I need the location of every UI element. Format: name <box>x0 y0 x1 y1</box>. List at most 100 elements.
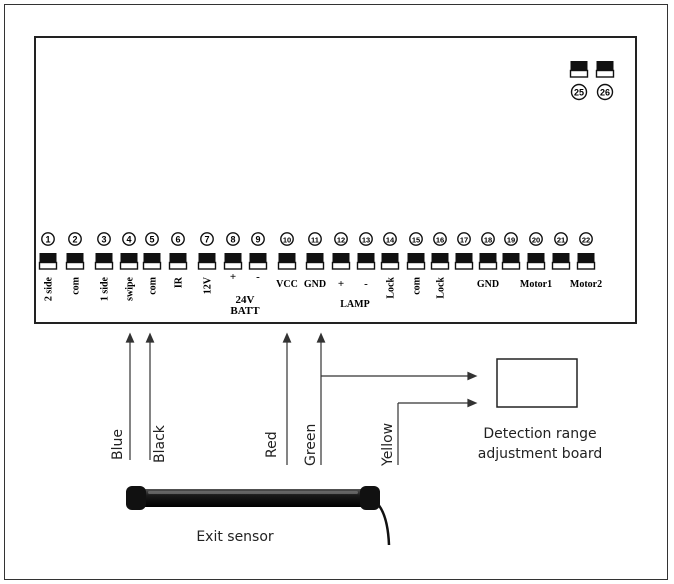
terminal-slot <box>430 261 450 270</box>
exit-sensor <box>126 486 391 546</box>
terminal-label: com <box>71 276 82 294</box>
black-wire-label: Black <box>152 424 168 463</box>
terminal-number-badge <box>596 83 614 101</box>
terminal-label: com <box>412 276 423 294</box>
aux-terminals: 25 26 <box>569 61 615 101</box>
batt-plus-label: + <box>230 271 236 283</box>
terminal-number: 19 <box>507 236 515 245</box>
terminal-number: 9 <box>255 235 260 245</box>
terminal-number-badge <box>481 232 495 246</box>
terminal-screw <box>95 253 113 262</box>
terminal-screw <box>169 253 187 262</box>
terminal-slot <box>454 261 474 270</box>
exit-sensor-right-cap <box>360 486 380 510</box>
blue-wire-label: Blue <box>110 429 126 460</box>
exit-sensor-left-cap <box>126 486 146 510</box>
terminal-number: 15 <box>412 236 420 245</box>
terminal-number-badge <box>97 232 111 246</box>
terminal-label: Lock <box>386 277 397 299</box>
terminal-12: 12 <box>331 232 351 270</box>
batt-minus-label: - <box>256 271 260 283</box>
exit-sensor-highlight <box>148 491 358 494</box>
terminal-number-badge <box>570 83 588 101</box>
terminal-screw <box>479 253 497 262</box>
terminal-21: 21 <box>551 232 571 270</box>
terminal-number: 18 <box>484 236 492 245</box>
terminal-slot <box>501 261 521 270</box>
terminal-2: 2 com <box>65 232 85 295</box>
terminal-slot <box>406 261 426 270</box>
terminal-screw <box>332 253 350 262</box>
terminal-label: 2 side <box>44 276 55 301</box>
batt-group: + - 24V BATT <box>230 271 260 317</box>
red-wire-arrow <box>282 332 292 343</box>
terminal-number: 8 <box>230 235 235 245</box>
terminal-screw <box>596 61 614 70</box>
red-wire-label: Red <box>264 431 280 458</box>
terminal-25: 25 <box>569 61 589 101</box>
terminal-screw <box>120 253 138 262</box>
terminal-slot <box>119 261 139 270</box>
terminal-number-badge <box>145 232 159 246</box>
terminal-number-badge <box>409 232 423 246</box>
terminal-screw <box>278 253 296 262</box>
terminal-number: 6 <box>175 235 180 245</box>
terminal-slot <box>478 261 498 270</box>
terminal-label: swipe <box>125 276 136 300</box>
terminal-number: 26 <box>600 88 610 98</box>
terminal-label: IR <box>174 276 185 288</box>
terminal-number-badge <box>359 232 373 246</box>
detection-range-board <box>496 358 578 408</box>
terminal-number: 2 <box>72 235 77 245</box>
terminal-number: 25 <box>574 88 584 98</box>
terminal-slot <box>576 261 596 270</box>
terminal-number: 22 <box>582 236 590 245</box>
terminal-slot <box>197 261 217 270</box>
terminal-label: GND <box>477 279 499 290</box>
terminal-number: 4 <box>126 235 131 245</box>
terminal-screw <box>381 253 399 262</box>
terminal-number-badge <box>280 232 294 246</box>
terminal-number: 20 <box>532 236 540 245</box>
terminal-number: 11 <box>311 236 319 245</box>
detection-board-label-line1: Detection range <box>483 426 596 442</box>
terminal-number: 16 <box>436 236 444 245</box>
terminal-number-badge <box>529 232 543 246</box>
terminal-screw <box>570 61 588 70</box>
terminal-number-badge <box>579 232 593 246</box>
terminal-3: 31 side <box>94 232 114 301</box>
yellow-wire-label: Yellow <box>380 423 396 467</box>
terminal-number-badge <box>334 232 348 246</box>
terminal-screw <box>527 253 545 262</box>
terminal-slot <box>569 69 589 78</box>
terminal-19: 19 <box>501 232 521 270</box>
terminal-slot <box>142 261 162 270</box>
terminal-26: 26 <box>595 61 615 101</box>
terminal-screw <box>39 253 57 262</box>
terminal-13: 13 <box>356 232 376 270</box>
outer-frame <box>4 4 668 580</box>
terminal-15: 15 com <box>406 232 426 295</box>
terminal-number: 3 <box>101 235 106 245</box>
terminal-slot <box>356 261 376 270</box>
terminal-8: 8 <box>223 232 243 270</box>
terminal-screw <box>577 253 595 262</box>
terminal-label: Lock <box>436 277 447 299</box>
terminal-number-badge <box>433 232 447 246</box>
terminal-screw <box>306 253 324 262</box>
terminal-label: com <box>148 276 159 294</box>
terminal-1: 12 side <box>38 232 58 301</box>
terminal-screw <box>552 253 570 262</box>
terminal-6: 6IR <box>168 232 188 288</box>
terminal-slot <box>248 261 268 270</box>
black-wire-arrow <box>145 332 155 343</box>
terminal-screw <box>249 253 267 262</box>
